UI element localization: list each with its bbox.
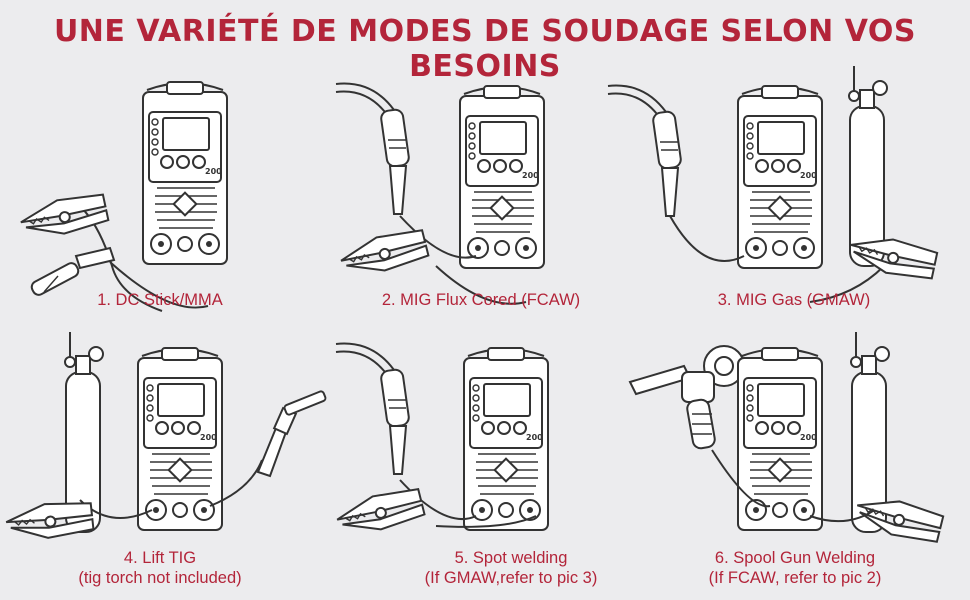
mode-panel-spot-welding: 5. Spot welding (If GMAW,refer to pic 3) [326,330,636,590]
mode-panel-mig-gas: 3. MIG Gas (GMAW) [607,65,970,316]
lift-tig-illustration [3,331,328,544]
mode-label: 6. Spool Gun Welding [714,549,876,567]
flux-cored-illustration [335,82,545,305]
mode-note: (If GMAW,refer to pic 3) [424,569,598,587]
spool-gun-illustration [629,331,946,547]
mig-gas-illustration [607,65,939,303]
mode-label: 5. Spot welding [454,549,568,567]
page-title: UNE VARIÉTÉ DE MODES DE SOUDAGE SELON VO… [53,14,917,84]
mode-note: (If FCAW, refer to pic 2) [708,569,882,587]
spot-welding-illustration [332,342,549,541]
mode-label: 1. DC Stick/MMA [97,291,223,309]
mode-label: 3. MIG Gas (GMAW) [717,291,871,309]
mode-panel-flux-cored: 2. MIG Flux Cored (FCAW) [326,66,636,316]
mode-label: 4. Lift TIG [123,549,197,567]
mode-panel-stick: 1. DC Stick/MMA [0,66,320,316]
mode-note: (tig torch not included) [78,569,242,587]
stick-welding-illustration [16,81,228,312]
mode-panel-lift-tig: 4. Lift TIG (tig torch not included) [0,330,328,590]
mode-label: 2. MIG Flux Cored (FCAW) [381,291,581,309]
mode-panel-spool-gun: 6. Spool Gun Welding (If FCAW, refer to … [620,330,970,590]
